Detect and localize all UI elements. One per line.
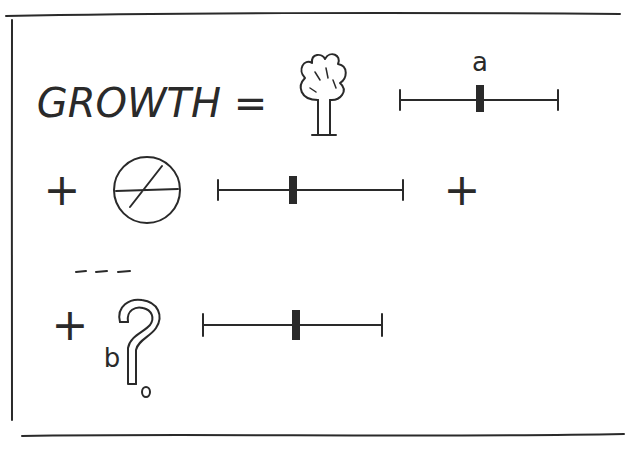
slider-marker	[292, 310, 300, 340]
slider-marker	[289, 176, 297, 204]
pie-icon	[114, 157, 180, 223]
callout-letter: b	[104, 345, 121, 371]
pie-circle	[114, 157, 180, 223]
plus-sign: +	[44, 168, 81, 212]
tree-trunk	[312, 100, 336, 135]
question-hook	[120, 321, 128, 323]
question-hook	[119, 300, 159, 384]
border-line	[22, 434, 624, 436]
question-hook	[128, 308, 153, 384]
tree-detail	[310, 68, 336, 92]
dash-strokes	[76, 271, 130, 272]
equation-heading: GROWTH =	[37, 83, 268, 123]
border-line	[6, 13, 620, 16]
question-icon	[119, 300, 159, 397]
slider-track	[218, 180, 403, 200]
slider	[218, 176, 403, 204]
slider-marker	[476, 85, 484, 112]
slider	[400, 85, 558, 112]
question-dot	[142, 387, 150, 397]
plus-sign: +	[444, 168, 481, 212]
plus-sign: +	[52, 303, 89, 347]
pie-lines	[116, 166, 178, 207]
tree-canopy	[301, 54, 346, 100]
tree-icon	[301, 54, 346, 135]
callout-letter: a	[472, 49, 488, 75]
slider	[203, 310, 382, 340]
border-line	[11, 20, 14, 420]
